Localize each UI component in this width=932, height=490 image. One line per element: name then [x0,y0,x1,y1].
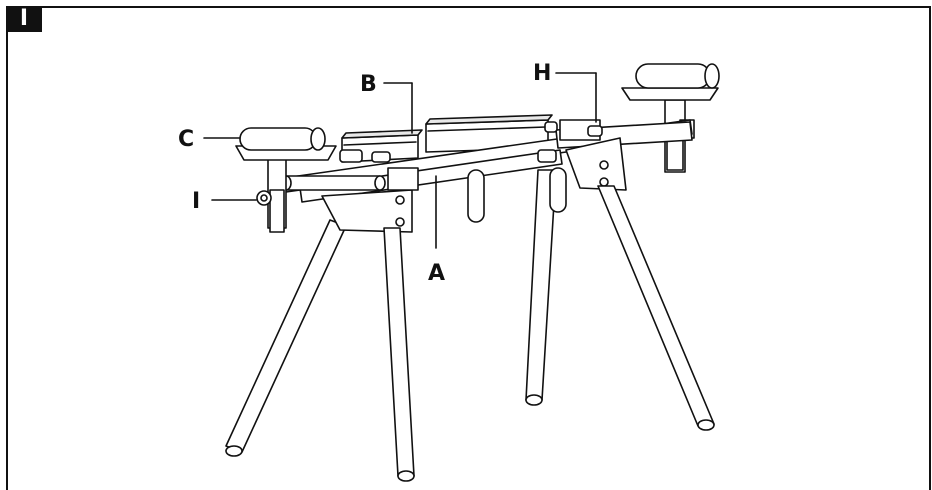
callout-C: C [178,127,194,152]
main-tubes [269,119,693,203]
right-leg-bracket [565,137,627,191]
left-leg-bracket [321,167,419,233]
figure-frame [6,6,931,490]
right-roller-support [621,63,720,173]
callout-I: I [192,189,200,214]
locking-handles [339,121,603,223]
rear-left-leg [225,219,347,457]
callout-H: H [533,61,551,86]
rear-right-leg [525,169,557,406]
left-roller-support [235,127,337,233]
front-left-leg [383,227,415,482]
front-right-leg [597,185,715,431]
callout-B: B [360,72,377,97]
figure-number-badge: I [6,6,42,32]
leader-lines [203,72,597,249]
callout-A: A [428,261,445,286]
